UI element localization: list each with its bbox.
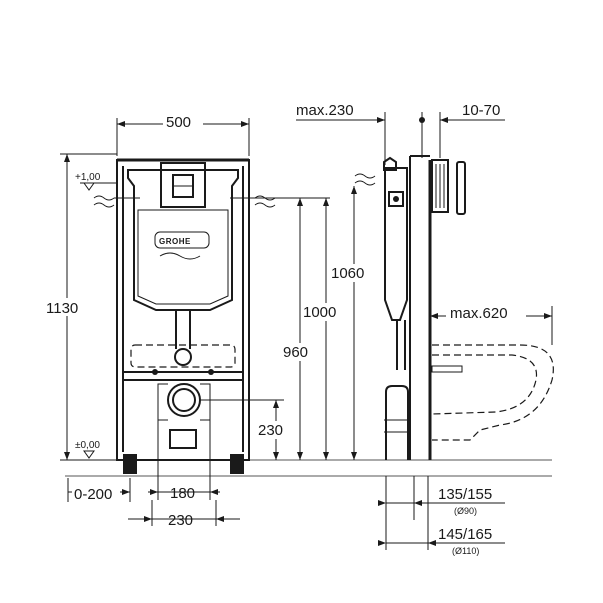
support-bar — [122, 371, 244, 381]
level-top-label: +1,00 — [75, 172, 101, 183]
dim-1000-label: 1000 — [303, 304, 336, 321]
side-flush-plate — [456, 161, 466, 215]
drain-outlet-inner — [172, 388, 196, 412]
side-bowl-inner — [431, 354, 538, 415]
bolt-right — [208, 369, 214, 375]
flush-pipe — [175, 310, 191, 330]
dim-1060-label: 1060 — [331, 265, 364, 282]
max620-bg — [446, 304, 526, 322]
max230-label: max.230 — [296, 102, 354, 119]
side-water-inlet-icon — [354, 173, 376, 186]
dim-d110-label: (Ø110) — [452, 546, 479, 556]
side-dimensions: max.230 10-70 max.620 135/155 (Ø90) 145/… — [296, 102, 553, 556]
dim-0-200-label: 0-200 — [74, 486, 112, 503]
flush-plate — [160, 162, 206, 208]
max620-label: max.620 — [450, 305, 508, 322]
wave-icon — [159, 252, 201, 260]
side-cistern — [384, 167, 408, 321]
dim-10-70-label: 10-70 — [462, 102, 500, 119]
dim-1060-bg — [330, 264, 374, 282]
side-valve — [383, 156, 397, 171]
dim-180-label: 180 — [170, 485, 195, 502]
side-flush-box — [431, 159, 449, 213]
side-inlet-box — [388, 191, 404, 207]
drain-elbow — [169, 429, 197, 449]
side-flush-pipe — [396, 320, 406, 370]
frame-foot-left — [123, 454, 137, 474]
level-zero-label: ±0,00 — [75, 440, 100, 451]
dim-10-70-arrow — [440, 117, 448, 123]
dim-1000-bg — [302, 303, 346, 321]
dim-230-width-label: 230 — [168, 512, 193, 529]
dim-145-165-label: 145/165 — [438, 526, 492, 543]
dim-230-height-bg — [256, 421, 292, 439]
dim-960-bg — [282, 343, 316, 361]
max230-arrow — [377, 117, 385, 123]
drain-bracket — [157, 383, 211, 421]
height-label: 1130 — [46, 300, 78, 317]
dim-135-155-label: 135/155 — [438, 486, 492, 503]
grohe-logo-badge — [154, 231, 210, 249]
side-inlet-dot — [393, 196, 399, 202]
water-inlet-left-icon — [93, 195, 115, 208]
dim-0-200-bg — [72, 484, 120, 502]
cistern-inner — [137, 209, 229, 305]
front-dimensions: 500 1130 1060 1000 960 230 — [44, 112, 374, 529]
side-bowl-outline — [432, 344, 554, 441]
height-label-bg — [44, 298, 90, 316]
flush-pipe-joint — [174, 348, 192, 366]
side-drain-joints — [384, 419, 410, 433]
front-view: GROHE +1,00 ±0,00 — [75, 158, 330, 474]
dim-0-200-arrow — [122, 489, 130, 495]
cistern-body — [127, 169, 239, 311]
dim-d90-label: (Ø90) — [454, 506, 477, 516]
side-flush-ribs — [435, 164, 445, 208]
dim-230-height-label: 230 — [258, 422, 283, 439]
level-top-marker-icon — [83, 182, 95, 191]
width-label-bg — [163, 112, 203, 130]
bowl-outline-front — [130, 344, 236, 368]
width-label: 500 — [166, 114, 191, 131]
frame-foot-right — [230, 454, 244, 474]
bolt-left — [152, 369, 158, 375]
side-support-bar — [431, 365, 463, 373]
dim-960-label: 960 — [283, 344, 308, 361]
side-drain-bend — [385, 385, 409, 393]
side-drain-pipe — [385, 392, 409, 460]
level-zero-marker-icon — [83, 450, 95, 459]
brand-label: GROHE — [159, 237, 191, 246]
side-view — [354, 155, 554, 460]
